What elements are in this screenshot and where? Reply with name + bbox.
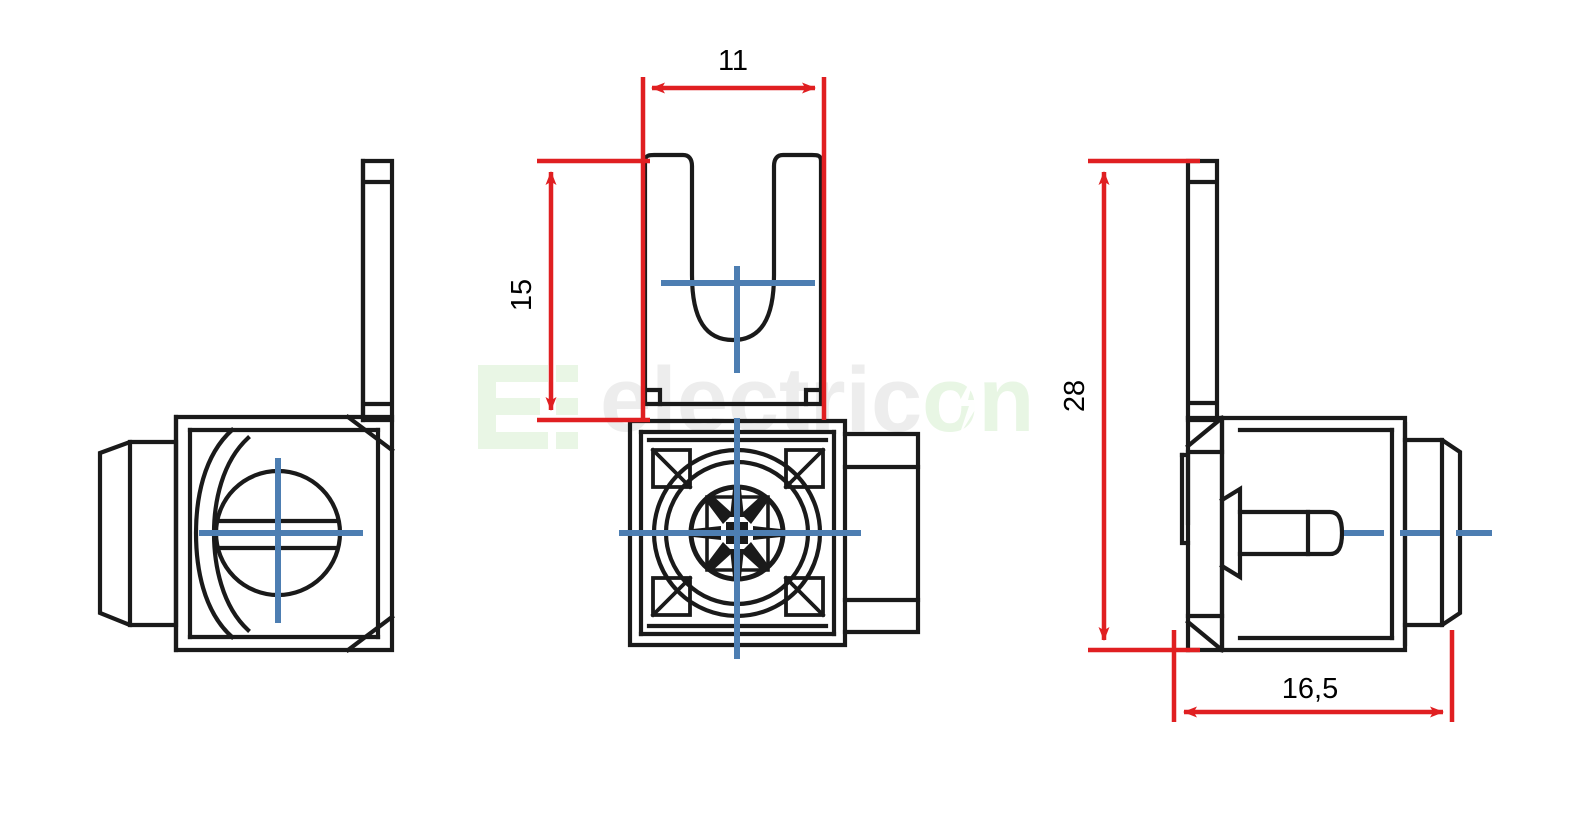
front-view-centerlines — [619, 266, 861, 659]
dimension-height-15 — [537, 158, 650, 423]
dimension-height-28 — [1088, 158, 1200, 653]
dimension-depth-16-5 — [1171, 630, 1455, 722]
front-view — [619, 152, 921, 659]
left-view-centerlines — [199, 458, 363, 623]
front-view-corner-tabs — [650, 447, 826, 618]
left-view — [97, 158, 395, 653]
watermark-bolt-icon — [957, 372, 981, 436]
dimension-label-28: 28 — [1059, 380, 1091, 412]
dimension-label-11: 11 — [718, 45, 748, 77]
front-view-drive-slot — [705, 495, 770, 572]
left-view-wire-entry — [97, 439, 179, 628]
dimension-label-15: 15 — [506, 279, 538, 311]
dimension-label-16-5: 16,5 — [1282, 673, 1338, 705]
watermark-logo-icon — [478, 365, 578, 449]
front-view-shoulder — [842, 431, 921, 635]
dimension-width-11 — [640, 77, 827, 420]
right-view — [1179, 158, 1492, 653]
right-view-screw-shank — [1219, 485, 1345, 581]
